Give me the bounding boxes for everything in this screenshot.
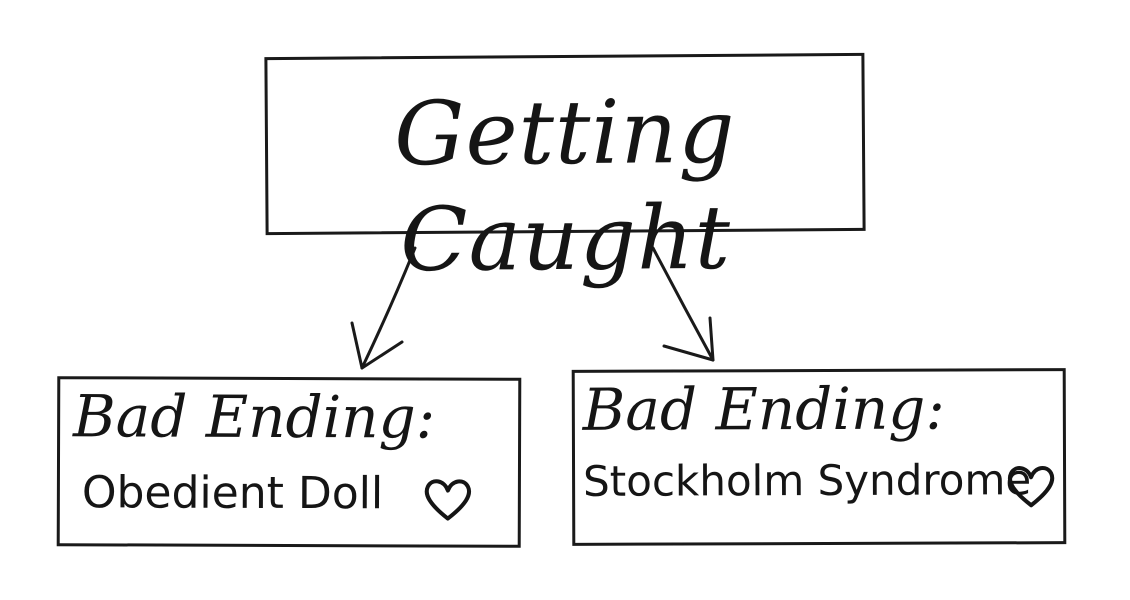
root-node: Getting Caught [264, 52, 866, 291]
branch-right-heading: Bad Ending: [582, 374, 946, 444]
arrow-to-left-branch [350, 246, 417, 370]
branch-right-name: Stockholm Syndrome [582, 455, 1032, 506]
branch-node-left: Bad Ending: Obedient Doll [56, 376, 522, 548]
branch-left-heading: Bad Ending: [72, 382, 436, 452]
heart-icon [424, 479, 471, 521]
branch-node-right: Bad Ending: Stockholm Syndrome [571, 368, 1067, 546]
root-node-title: Getting Caught [393, 79, 736, 291]
heart-icon [1007, 466, 1055, 508]
arrow-to-right-branch [651, 246, 715, 362]
branch-left-name: Obedient Doll [81, 467, 384, 520]
